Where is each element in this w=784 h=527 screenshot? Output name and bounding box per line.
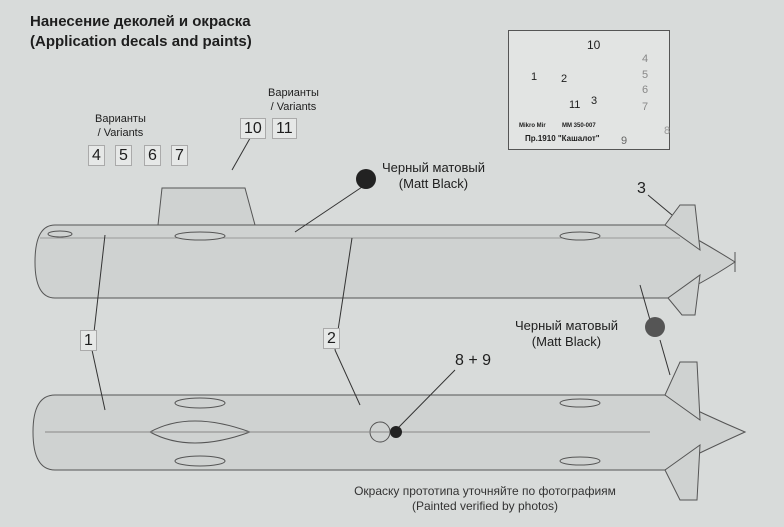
paint-icon-top [356,169,376,189]
variants-label-right: Варианты/ Variants [268,87,319,113]
decal-brand: Mikro Mir [519,123,546,129]
variant-7: 7 [171,145,188,166]
callout-3: 3 [637,180,646,197]
side-view [34,187,736,316]
callout-8-9: 8 + 9 [455,352,492,369]
page-title: Нанесение деколей и окраска(Application … [30,13,252,50]
top-view [32,361,747,501]
variant-5: 5 [115,145,132,166]
variant-4: 4 [88,145,105,166]
footer-note: Окраску прототипа уточняйте по фотографи… [354,484,616,513]
paint-icon-bottom [645,317,665,337]
callout-2: 2 [323,328,340,349]
decal-sheet: 10 4 5 6 7 1 2 11 3 8 9 Mikro Mir MM 350… [508,30,670,150]
decal-11: 11 [569,99,581,111]
decal-name: Пр.1910 "Кашалот" [525,134,600,143]
decal-8: 8 [664,125,671,137]
decal-4: 4 [642,53,649,65]
variant-6: 6 [144,145,161,166]
decal-7: 7 [642,101,649,113]
paint-label-bottom: Черный матовый(Matt Black) [515,318,618,349]
variant-11: 11 [272,118,297,139]
decal-1: 1 [531,71,538,83]
decal-10: 10 [587,38,601,52]
callout-1: 1 [80,330,97,351]
decal-6: 6 [642,84,649,96]
variants-label-left: Варианты/ Variants [95,113,146,139]
decal-9: 9 [621,135,628,147]
decal-3: 3 [591,95,598,107]
paint-label-top: Черный матовый(Matt Black) [382,160,485,191]
decal-8-9-mark [390,426,402,438]
decal-2: 2 [561,73,568,85]
decal-code: MM 350-007 [562,123,596,129]
decal-5: 5 [642,69,649,81]
variant-10: 10 [240,118,266,139]
